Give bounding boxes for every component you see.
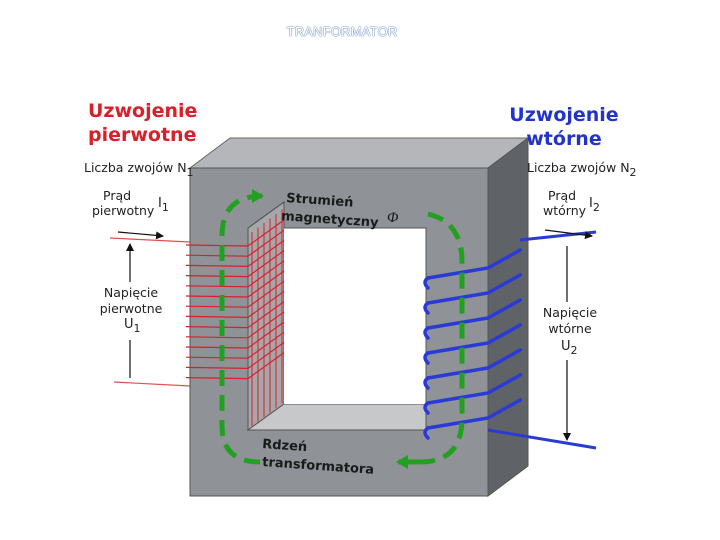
- primary-turn-side: [247, 341, 285, 369]
- magnetic-flux-path: [219, 189, 465, 469]
- secondary-current-arrow: [544, 229, 593, 240]
- primary-turn-side: [247, 250, 285, 278]
- primary-lead-in: [109, 237, 191, 243]
- secondary-heading-line2: wtórne: [526, 128, 601, 150]
- secondary-turns-label: Liczba zwojów N2: [527, 160, 637, 179]
- core-label-line1: Rdzeń: [262, 437, 308, 455]
- primary-turn: [185, 315, 249, 318]
- primary-turn: [185, 275, 249, 278]
- primary-turn: [185, 285, 249, 288]
- slide-title: TRANFORMATOR: [286, 24, 398, 39]
- primary-turn: [185, 295, 249, 298]
- primary-turn-side: [247, 290, 285, 318]
- flux-label-line1: Strumień: [286, 191, 354, 211]
- primary-turn-side: [247, 311, 285, 339]
- primary-turn-side: [247, 239, 285, 267]
- core-top-face: [188, 137, 530, 169]
- primary-current-label-line2: pierwotny: [92, 203, 155, 218]
- primary-turn: [185, 377, 249, 380]
- primary-turn: [185, 356, 249, 359]
- core-side-face: [487, 137, 529, 497]
- primary-turns-label: Liczba zwojów N1: [84, 160, 194, 179]
- secondary-turn: [426, 248, 523, 280]
- secondary-turn-edge: [423, 276, 430, 290]
- primary-voltage-label-line2: pierwotne: [100, 301, 163, 316]
- secondary-voltage-symbol: U2: [561, 339, 578, 357]
- primary-turn: [185, 264, 249, 267]
- secondary-turn: [426, 298, 523, 330]
- secondary-current-label-line2: wtórny: [543, 203, 587, 218]
- secondary-heading-line1: Uzwojenie: [509, 104, 618, 126]
- secondary-turn-edge: [423, 376, 430, 390]
- secondary-turn-edge: [423, 326, 430, 340]
- primary-winding-front: [185, 209, 285, 426]
- primary-heading-line2: pierwotne: [88, 124, 196, 146]
- primary-current-arrow: [117, 231, 164, 240]
- primary-turn: [185, 244, 249, 247]
- primary-turn-side: [247, 270, 285, 298]
- secondary-lead-out: [487, 428, 597, 450]
- secondary-turn: [426, 348, 523, 380]
- primary-turn-side: [247, 219, 285, 247]
- secondary-lead-in: [519, 230, 597, 242]
- primary-turn-side: [247, 301, 285, 329]
- secondary-turn: [426, 323, 523, 355]
- secondary-turn: [426, 273, 523, 305]
- primary-turn: [185, 366, 249, 369]
- secondary-voltage-label-line1: Napięcie: [543, 305, 597, 320]
- secondary-turn-edge: [423, 426, 430, 440]
- secondary-winding: [423, 230, 597, 450]
- primary-turn: [185, 254, 249, 257]
- primary-winding-back: [109, 237, 191, 387]
- secondary-voltage-label-line2: wtórne: [548, 321, 592, 336]
- secondary-turn-edge: [423, 401, 430, 415]
- primary-current-label-line1: Prąd: [103, 188, 131, 203]
- flux-symbol: Φ: [387, 210, 399, 226]
- primary-voltage-symbol: U1: [124, 317, 141, 335]
- primary-turn-side: [247, 229, 285, 257]
- core-window: [284, 228, 426, 404]
- primary-turn: [185, 346, 249, 349]
- primary-heading-line1: Uzwojenie: [88, 100, 197, 122]
- secondary-turn: [426, 373, 523, 405]
- primary-turn: [185, 305, 249, 308]
- secondary-turn-edge: [423, 301, 430, 315]
- flux-label-line2: magnetyczny: [281, 209, 380, 231]
- primary-voltage-label-line1: Napięcie: [104, 285, 158, 300]
- primary-turn: [185, 326, 249, 329]
- secondary-current-symbol: I2: [589, 196, 600, 214]
- primary-turn-side: [247, 321, 285, 349]
- primary-turn-side: [247, 352, 285, 380]
- primary-turn-side: [247, 280, 285, 308]
- primary-turn-side: [247, 331, 285, 359]
- primary-turn-side: [247, 260, 285, 288]
- secondary-turn-edge: [423, 351, 430, 365]
- primary-lead-out: [113, 381, 191, 387]
- primary-current-symbol: I1: [158, 196, 169, 214]
- secondary-current-label-line1: Prąd: [548, 188, 576, 203]
- primary-turn: [185, 336, 249, 339]
- secondary-turn: [426, 398, 523, 430]
